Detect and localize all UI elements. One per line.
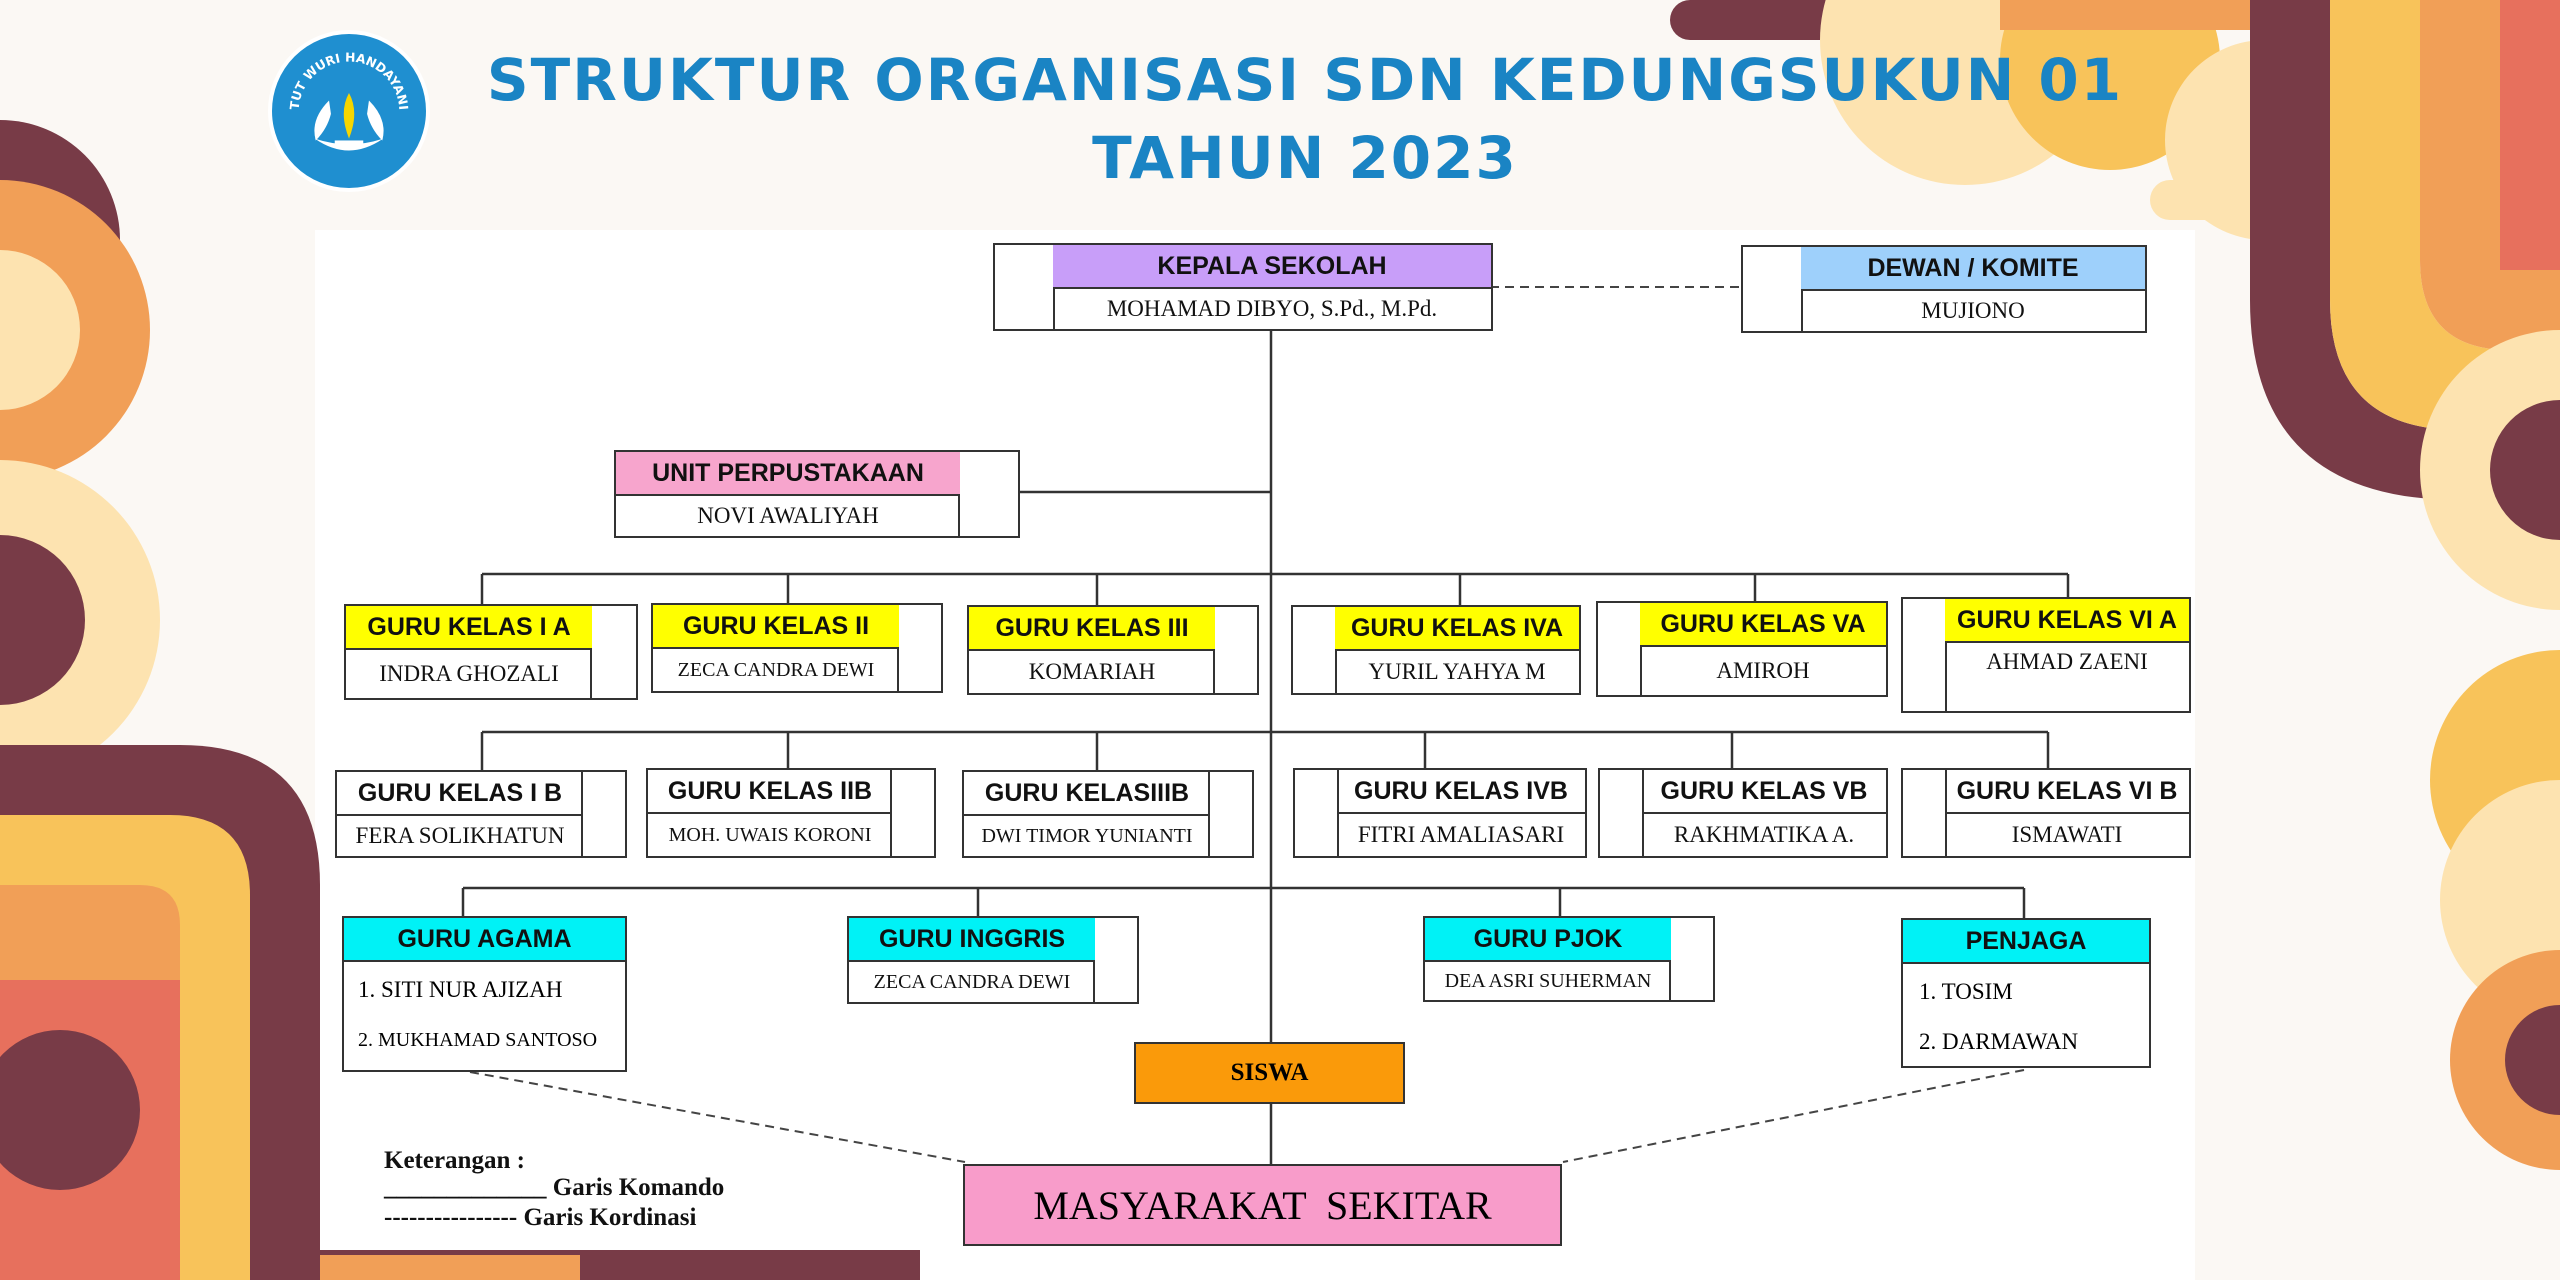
guru-kelas-6b-box: GURU KELAS VI B ISMAWATI — [1901, 768, 2191, 858]
penjaga-name: 2. DARMAWAN — [1919, 1029, 2079, 1054]
penjaga-name: 1. TOSIM — [1919, 979, 2013, 1004]
guru-kelas-1a-box: GURU KELAS I A INDRA GHOZALI — [344, 604, 638, 700]
guru-kelas-6a-title: GURU KELAS VI A — [1945, 599, 2189, 643]
guru-kelas-2b-title: GURU KELAS IIB — [648, 770, 892, 814]
guru-kelas-3-title: GURU KELAS III — [969, 607, 1215, 651]
guru-agama-title: GURU AGAMA — [344, 918, 625, 962]
guru-agama-list: 1. SITI NUR AJIZAH 2. MUKHAMAD SANTOSO — [344, 962, 625, 1070]
guru-kelas-6a-name: AHMAD ZAENI — [1986, 649, 2148, 674]
legend-kordinasi: ---------------- Garis Kordinasi — [384, 1204, 697, 1231]
guru-kelas-3-name: KOMARIAH — [1028, 659, 1156, 684]
guru-kelas-4b-name: FITRI AMALIASARI — [1357, 822, 1565, 847]
page-title: STRUKTUR ORGANISASI SDN KEDUNGSUKUN 01 — [486, 46, 2124, 114]
legend-title: Keterangan : — [384, 1147, 525, 1174]
guru-kelas-3b-title: GURU KELASIIIB — [964, 772, 1210, 816]
guru-kelas-3b-name: DWI TIMOR YUNIANTI — [981, 824, 1193, 847]
unit-perpustakaan-name: NOVI AWALIYAH — [697, 503, 879, 528]
guru-kelas-4a-name: YURIL YAHYA M — [1368, 659, 1546, 684]
guru-kelas-1a-title: GURU KELAS I A — [346, 606, 592, 650]
guru-pjok-box: GURU PJOK DEA ASRI SUHERMAN — [1423, 916, 1715, 1002]
guru-kelas-4a-title: GURU KELAS IVA — [1335, 607, 1579, 651]
legend-komando: _____________ Garis Komando — [384, 1174, 725, 1201]
guru-kelas-5b-box: GURU KELAS VB RAKHMATIKA A. — [1598, 768, 1888, 858]
guru-kelas-6b-title: GURU KELAS VI B — [1945, 770, 2189, 814]
kepala-sekolah-name: MOHAMAD DIBYO, S.Pd., M.Pd. — [1106, 296, 1438, 321]
kepala-sekolah-box: KEPALA SEKOLAH MOHAMAD DIBYO, S.Pd., M.P… — [993, 243, 1493, 331]
guru-inggris-box: GURU INGGRIS ZECA CANDRA DEWI — [847, 916, 1139, 1004]
guru-agama-box: GURU AGAMA 1. SITI NUR AJIZAH 2. MUKHAMA… — [342, 916, 627, 1072]
guru-kelas-3-box: GURU KELAS III KOMARIAH — [967, 605, 1259, 695]
unit-perpustakaan-box: UNIT PERPUSTAKAAN NOVI AWALIYAH — [614, 450, 1020, 538]
kepala-sekolah-title: KEPALA SEKOLAH — [1053, 245, 1491, 289]
guru-kelas-4b-title: GURU KELAS IVB — [1337, 770, 1585, 814]
guru-pjok-title: GURU PJOK — [1425, 918, 1671, 962]
guru-kelas-2b-box: GURU KELAS IIB MOH. UWAIS KORONI — [646, 768, 936, 858]
guru-agama-name: 2. MUKHAMAD SANTOSO — [358, 1029, 598, 1051]
guru-kelas-1b-box: GURU KELAS I B FERA SOLIKHATUN — [335, 770, 627, 858]
guru-kelas-2-title: GURU KELAS II — [653, 605, 899, 649]
masyarakat-sekitar-box: MASYARAKAT SEKITAR — [963, 1164, 1562, 1246]
guru-kelas-6b-name: ISMAWATI — [2011, 822, 2123, 847]
guru-kelas-5a-title: GURU KELAS VA — [1640, 603, 1886, 647]
guru-kelas-5b-title: GURU KELAS VB — [1642, 770, 1886, 814]
tut-wuri-handayani-logo: TUT WURI HANDAYANI — [268, 30, 430, 192]
guru-kelas-2-box: GURU KELAS II ZECA CANDRA DEWI — [651, 603, 943, 693]
guru-kelas-5a-box: GURU KELAS VA AMIROH — [1596, 601, 1888, 697]
penjaga-title: PENJAGA — [1903, 920, 2149, 964]
guru-kelas-2b-name: MOH. UWAIS KORONI — [668, 823, 872, 846]
guru-agama-name: 1. SITI NUR AJIZAH — [358, 977, 563, 1002]
guru-kelas-4a-box: GURU KELAS IVA YURIL YAHYA M — [1291, 605, 1581, 695]
penjaga-list: 1. TOSIM 2. DARMAWAN — [1903, 964, 2149, 1066]
siswa-box: SISWA — [1134, 1042, 1405, 1104]
unit-perpustakaan-title: UNIT PERPUSTAKAAN — [616, 452, 960, 496]
guru-kelas-5a-name: AMIROH — [1716, 658, 1810, 683]
page-title-year: TAHUN 2023 — [1092, 124, 1518, 192]
dewan-komite-name: MUJIONO — [1921, 298, 2025, 323]
guru-inggris-title: GURU INGGRIS — [849, 918, 1095, 962]
guru-kelas-2-name: ZECA CANDRA DEWI — [677, 658, 875, 681]
guru-kelas-1a-name: INDRA GHOZALI — [379, 661, 559, 686]
guru-kelas-6a-box: GURU KELAS VI A AHMAD ZAENI — [1901, 597, 2191, 713]
guru-kelas-1b-title: GURU KELAS I B — [337, 772, 583, 816]
guru-inggris-name: ZECA CANDRA DEWI — [873, 970, 1071, 993]
guru-kelas-4b-box: GURU KELAS IVB FITRI AMALIASARI — [1293, 768, 1587, 858]
penjaga-box: PENJAGA 1. TOSIM 2. DARMAWAN — [1901, 918, 2151, 1068]
guru-kelas-5b-name: RAKHMATIKA A. — [1673, 822, 1855, 847]
guru-kelas-1b-name: FERA SOLIKHATUN — [355, 823, 565, 848]
guru-pjok-name: DEA ASRI SUHERMAN — [1444, 969, 1652, 992]
dewan-komite-title: DEWAN / KOMITE — [1801, 247, 2145, 291]
dewan-komite-box: DEWAN / KOMITE MUJIONO — [1741, 245, 2147, 333]
guru-kelas-3b-box: GURU KELASIIIB DWI TIMOR YUNIANTI — [962, 770, 1254, 858]
